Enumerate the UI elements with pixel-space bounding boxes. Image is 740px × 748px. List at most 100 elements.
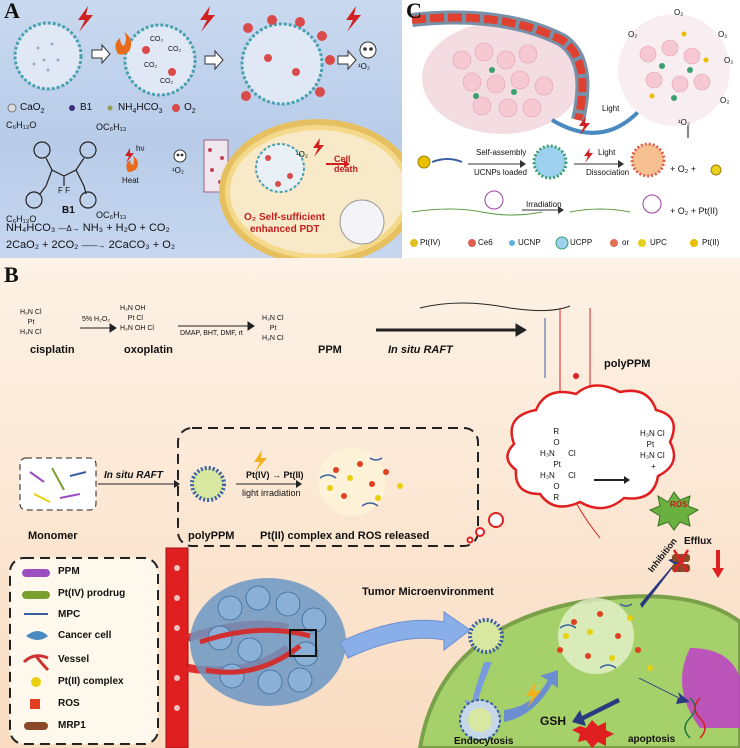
polyppm-micelle <box>190 466 226 502</box>
panel-c: C Light O₂ O₂ O₂ O₂ O₂ ¹O₂ Self-assembly… <box>402 0 740 258</box>
released-label: Pt(II) complex and ROS released <box>260 530 430 542</box>
singlet-o2-label: ¹O₂ <box>678 118 690 127</box>
nanoparticle-initial <box>13 21 83 91</box>
legend-cao2: CaO2 <box>20 102 45 115</box>
legend-box <box>9 557 159 745</box>
legend-nh4hco3: NH4HCO3 <box>118 102 163 115</box>
co2-label-1: CO₂ <box>150 36 164 43</box>
c-legend-pt4: Pt(IV) <box>420 238 441 247</box>
efflux-pump <box>672 549 690 573</box>
panel-a-label: A <box>4 0 20 23</box>
cloud-shape <box>506 384 676 510</box>
nanoparticle-heated <box>123 23 197 97</box>
raft-arrow <box>174 480 180 488</box>
reaction-2: 2CaO₂ + 2CO₂ ——→ 2CaCO₃ + O₂ <box>6 239 176 251</box>
b-legend-ros: ROS <box>58 698 80 709</box>
o2-label-1: O₂ <box>674 8 684 17</box>
heat-label: Heat <box>122 176 139 185</box>
dna-arrow <box>638 678 690 704</box>
b-legend-markers <box>22 569 50 730</box>
apoptosis-burst <box>572 720 614 748</box>
substituent-bottom-right: OC₆H₁₃ <box>96 210 127 220</box>
h2o2-reagent: 5% H₂O₂ <box>82 316 110 323</box>
cell-diagram <box>219 119 402 258</box>
light-bolt-icon <box>579 116 590 135</box>
cell-release-cluster <box>557 598 653 674</box>
ppm-label: PPM <box>318 344 342 356</box>
ros-label: ROS <box>670 500 688 509</box>
co2-label-2: CO₂ <box>168 46 182 53</box>
panel-c-graphics <box>410 10 730 250</box>
polyppm-label-2: polyPPM <box>188 530 235 542</box>
reaction-1: NH₄HCO₃ —Δ→ NH₃ + H₂O + CO₂ <box>6 222 170 234</box>
efflux-label: Efflux <box>684 536 712 547</box>
panel-a: A CO₂ CO₂ CO₂ CO₂ ¹O₂ CaO2 B1 NH4HCO3 O2… <box>0 0 402 258</box>
irradiation-label: Irradiation <box>526 200 562 209</box>
cisplatin-label: cisplatin <box>30 344 75 356</box>
c-legend-ce6: Ce6 <box>478 238 493 247</box>
light-label-2: Light <box>598 148 616 157</box>
panel-c-legend-markers <box>410 236 698 250</box>
b-legend-ppm: PPM <box>58 566 80 577</box>
polyppm-title: polyPPM <box>604 358 651 370</box>
hv-label: hν <box>136 144 145 153</box>
b-legend-mpc: MPC <box>58 609 81 620</box>
panel-a-graphics <box>7 6 402 258</box>
panel-b-graphics <box>9 302 740 748</box>
singlet-oxygen-b-label: ¹O₂ <box>172 166 184 175</box>
c-legend-upc: UPC <box>650 238 667 247</box>
b1-structure <box>25 141 97 209</box>
b-legend-pt2: Pt(II) complex <box>58 676 124 687</box>
skull-icon <box>359 41 377 59</box>
substituent-top-right: OC₆H₁₃ <box>96 122 127 132</box>
endocytosis-arrow <box>464 662 492 714</box>
light-label: Light <box>602 104 620 113</box>
apoptosis-arrow <box>572 698 620 726</box>
light-arrow <box>550 108 642 135</box>
tumor-tissue <box>411 10 590 134</box>
ros-star <box>648 491 700 531</box>
b-legend-cancer-cell: Cancer cell <box>58 630 112 641</box>
apoptosis-label: apoptosis <box>628 734 676 745</box>
tumor-microenvironment-label: Tumor Microenvironment <box>362 586 494 598</box>
b-legend-pt4: Pt(IV) prodrug <box>58 588 126 599</box>
dna-helix <box>684 697 706 739</box>
arrow-3 <box>337 49 357 71</box>
monomer-label: Monomer <box>28 530 78 542</box>
irradiation-arrow <box>296 480 302 488</box>
skull-icon-2 <box>173 149 187 163</box>
monomer-sticks <box>29 467 87 503</box>
ucnps-loaded-label: UCNPs loaded <box>474 168 527 177</box>
oxoplatin-label: oxoplatin <box>124 344 173 356</box>
co2-label-3: CO₂ <box>144 62 158 69</box>
o2-label-2: O₂ <box>718 30 728 39</box>
b-legend-mrp1: MRP1 <box>58 720 86 731</box>
flame-icons <box>115 32 132 55</box>
hv-light-icon <box>125 148 138 172</box>
co2-label-4: CO₂ <box>160 78 174 85</box>
singlet-oxygen-label: ¹O₂ <box>358 62 370 71</box>
cell-death-label: Cell death <box>334 154 359 174</box>
light-bolt-cell <box>526 682 541 708</box>
thought-bubbles <box>466 512 504 544</box>
inhibition-arrow <box>640 556 682 608</box>
c-legend-or: or <box>622 238 630 247</box>
process-box <box>177 427 479 547</box>
released-cluster <box>318 448 403 516</box>
in-situ-raft-label-2: In situ RAFT <box>104 470 163 481</box>
coupling-reagents: DMAP, BHT, DMF, rt <box>180 330 243 337</box>
arrow-2 <box>204 49 224 71</box>
tumor-mass <box>190 578 346 706</box>
gsh-label: GSH <box>540 714 567 728</box>
nanoparticle-releasing <box>240 15 335 106</box>
plus-o2-pt-label: + O₂ + Pt(II) <box>670 206 719 216</box>
synthesis-arrows <box>80 321 527 337</box>
dissociated-tissue <box>618 14 730 126</box>
legend-o2: O2 <box>184 102 196 115</box>
